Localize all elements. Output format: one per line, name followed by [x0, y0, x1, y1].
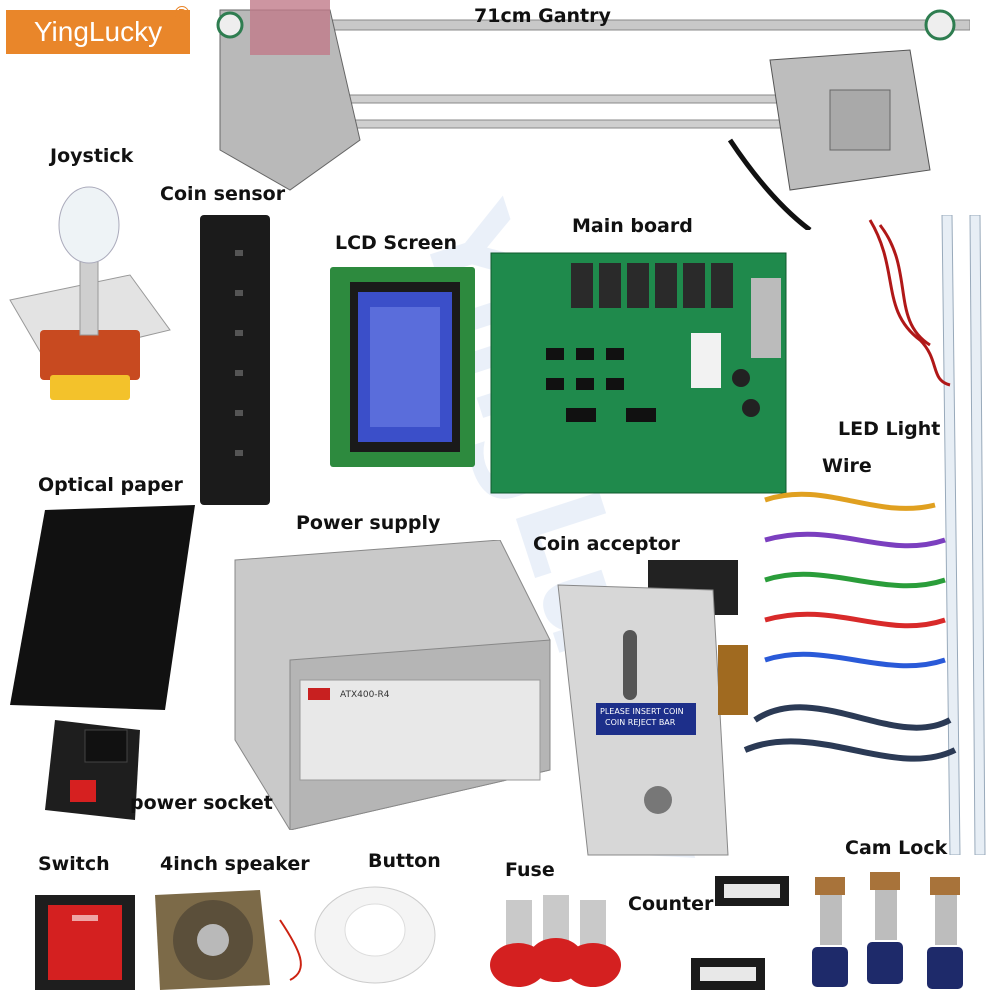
optical-paper-label: Optical paper — [38, 474, 183, 496]
cam-lock-label: Cam Lock — [845, 837, 948, 859]
optical-paper-image — [5, 500, 200, 715]
coin-acceptor-label: Coin acceptor — [533, 533, 680, 555]
fuse-label: Fuse — [505, 859, 555, 881]
brand-logo: YingLucky — [6, 10, 190, 54]
coin-sticker-text-1: PLEASE INSERT COIN — [600, 707, 684, 716]
coin-acceptor-image — [548, 555, 763, 860]
led-light-image — [930, 214, 1000, 856]
gantry-label: 71cm Gantry — [474, 5, 611, 27]
arcade-button-image — [270, 880, 450, 995]
counter-label: Counter — [628, 893, 714, 915]
wire-label: Wire — [822, 455, 872, 477]
led-light-label: LED Light — [838, 418, 941, 440]
coin-sensor-image — [190, 210, 280, 510]
lcd-screen-label: LCD Screen — [335, 232, 458, 254]
gantry-image — [210, 0, 971, 232]
cam-lock-image — [790, 862, 990, 995]
switch-label: Switch — [38, 853, 110, 875]
counter-image-1 — [712, 868, 792, 910]
switch-image — [30, 885, 140, 995]
lcd-screen-image — [325, 262, 480, 472]
coin-sticker-text-2: COIN REJECT BAR — [605, 718, 676, 727]
power-socket-image — [40, 715, 150, 825]
counter-image-2 — [688, 950, 768, 995]
speaker-label: 4inch speaker — [160, 853, 310, 875]
fuse-image — [478, 890, 638, 995]
wire-harness-image — [735, 480, 960, 780]
power-socket-label: power socket — [130, 792, 273, 814]
main-board-label: Main board — [572, 215, 693, 237]
joystick-image — [0, 180, 175, 420]
button-label: Button — [368, 850, 441, 872]
power-supply-label: Power supply — [296, 512, 441, 534]
psu-model-text: ATX400-R4 — [340, 690, 390, 700]
registered-mark: ® — [172, 2, 192, 26]
joystick-label: Joystick — [50, 145, 134, 167]
speaker-image — [145, 885, 275, 995]
coin-sensor-label: Coin sensor — [160, 183, 286, 205]
red-wire-image — [860, 210, 960, 390]
power-supply-image — [230, 539, 560, 831]
main-board-image — [486, 248, 791, 498]
